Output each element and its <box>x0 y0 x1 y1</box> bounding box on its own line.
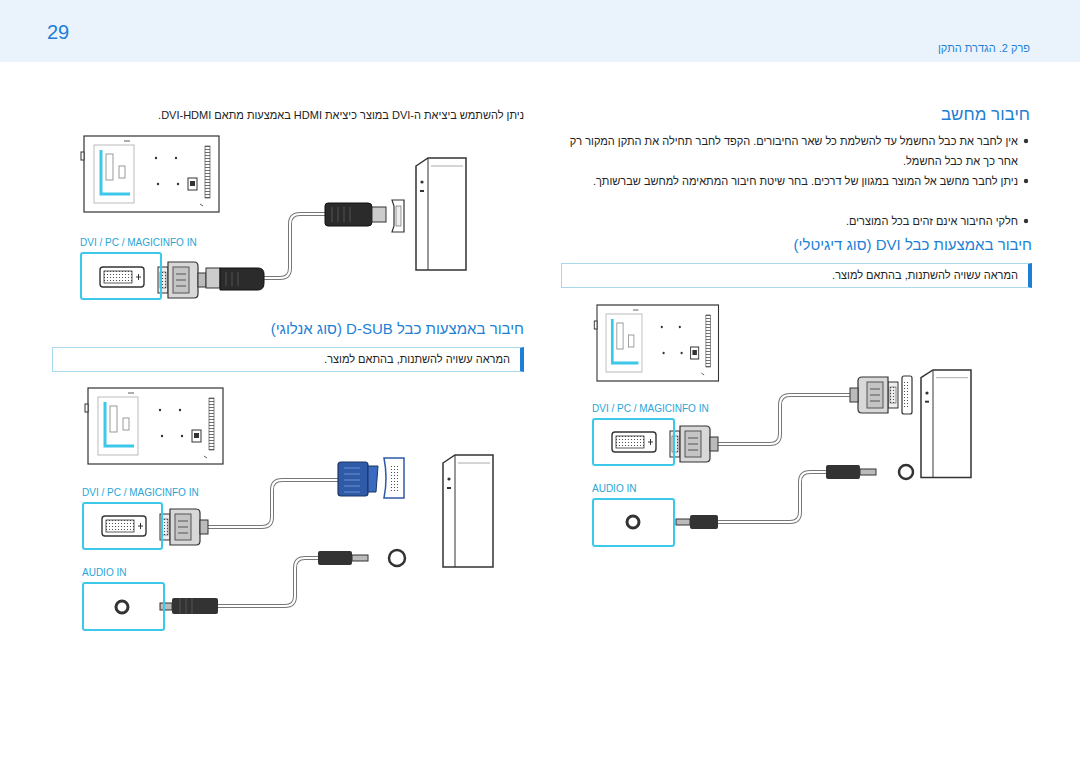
sub-heading: חיבור באמצעות כבל D-SUB (סוג אנלוגי) <box>271 319 524 339</box>
hdmi-plug <box>332 207 350 222</box>
vga-pins <box>390 464 398 492</box>
hdmi-port <box>392 200 404 232</box>
illustration <box>81 136 219 212</box>
dvi-port <box>902 376 912 414</box>
bullet-dot <box>1024 179 1028 183</box>
dvi-pins <box>904 382 910 408</box>
sub-heading: חיבור באמצעות כבל DVI (סוג דיגיטלי) <box>794 235 1032 255</box>
cables <box>264 214 325 278</box>
bullet-text: חלקי החיבור אינם זהים בכל המוצרים. <box>548 211 1018 231</box>
illustration <box>85 388 223 464</box>
audio-plug <box>826 465 860 479</box>
illustration <box>416 158 466 270</box>
illustration <box>612 432 656 452</box>
port-outline <box>80 252 162 300</box>
vga-port <box>384 458 404 498</box>
illustration <box>670 426 718 462</box>
note-box: המראה עשויה להשתנות, בהתאם למוצר. <box>561 263 1032 288</box>
audio-plug <box>860 469 876 475</box>
vga-plug <box>344 468 360 492</box>
port-label: DVI / PC / MAGICINFO IN <box>592 403 709 415</box>
cables <box>218 558 318 606</box>
cables <box>208 480 338 527</box>
port-outline <box>82 582 165 631</box>
note-text: המראה עשויה להשתנות, בהתאם למוצר. <box>63 352 510 367</box>
audio-plug <box>690 515 718 529</box>
vga-plug <box>368 466 378 492</box>
illustration <box>443 455 493 567</box>
port-callout: DVI / PC / MAGICINFO IN <box>82 487 199 550</box>
cables <box>208 480 338 527</box>
bullet-text: אין לחבר את כבל החשמל עד להשלמת כל שאר ה… <box>548 131 1018 171</box>
illustration <box>102 516 146 536</box>
hdmi-plug <box>325 203 372 226</box>
audio-jack <box>627 516 639 528</box>
audio-plug <box>160 603 172 610</box>
audio-plug <box>676 465 876 529</box>
port-outline <box>592 498 675 547</box>
port-label: AUDIO IN <box>592 483 675 495</box>
port-callout: AUDIO IN <box>82 567 165 631</box>
hdmi-plug <box>372 207 386 222</box>
audio-jack <box>899 465 913 479</box>
audio-plug <box>318 551 352 565</box>
vga-plug <box>338 462 378 496</box>
hdmi-plug <box>226 272 238 286</box>
hdmi-plug <box>220 268 264 290</box>
port-callout: DVI / PC / MAGICINFO IN <box>80 237 197 300</box>
chapter-header: פרק 2. הגדרת התקן <box>938 38 1030 58</box>
illustration <box>850 377 898 413</box>
note-box: המראה עשויה להשתנות, בהתאם למוצר. <box>52 347 524 372</box>
audio-plug <box>172 598 218 614</box>
audio-plug <box>352 555 368 561</box>
cables <box>718 472 826 522</box>
illustration <box>921 370 971 478</box>
port-outline <box>82 502 163 550</box>
audio-jack <box>389 550 405 566</box>
bullet-dot <box>1024 219 1028 223</box>
audio-plug <box>180 598 192 614</box>
illustration <box>100 267 144 287</box>
note-text: המראה עשויה להשתנות, בהתאם למוצר. <box>572 268 1018 283</box>
illustration <box>594 305 718 381</box>
cables <box>718 395 850 444</box>
audio-plug <box>160 551 368 614</box>
port-callout: AUDIO IN <box>592 483 675 547</box>
vga-plug <box>338 462 368 496</box>
hdmi-plug <box>206 203 386 290</box>
audio-plug <box>676 519 690 525</box>
header-band <box>0 0 1080 62</box>
port-callout: DVI / PC / MAGICINFO IN <box>592 403 709 466</box>
cables <box>264 214 325 278</box>
hdmi-port <box>396 206 401 226</box>
hdmi-plug <box>206 268 220 288</box>
cables <box>718 395 850 444</box>
bullet-text: ניתן לחבר מחשב אל המוצר במגוון של דרכים.… <box>548 171 1018 191</box>
cables <box>218 558 318 606</box>
illustration <box>160 509 208 545</box>
port-outline <box>592 418 675 466</box>
port-label: DVI / PC / MAGICINFO IN <box>80 237 197 249</box>
bullet-dot <box>1024 139 1028 143</box>
port-label: DVI / PC / MAGICINFO IN <box>82 487 199 499</box>
illustration <box>158 262 206 298</box>
section-title: חיבור מחשב <box>941 103 1030 127</box>
port-label: AUDIO IN <box>82 567 165 579</box>
page-number: 29 <box>47 20 69 44</box>
note-text: ניתן להשתמש ביציאת ה-DVI במוצר כיציאת HD… <box>54 105 524 125</box>
cables <box>718 472 826 522</box>
audio-jack <box>116 601 128 613</box>
